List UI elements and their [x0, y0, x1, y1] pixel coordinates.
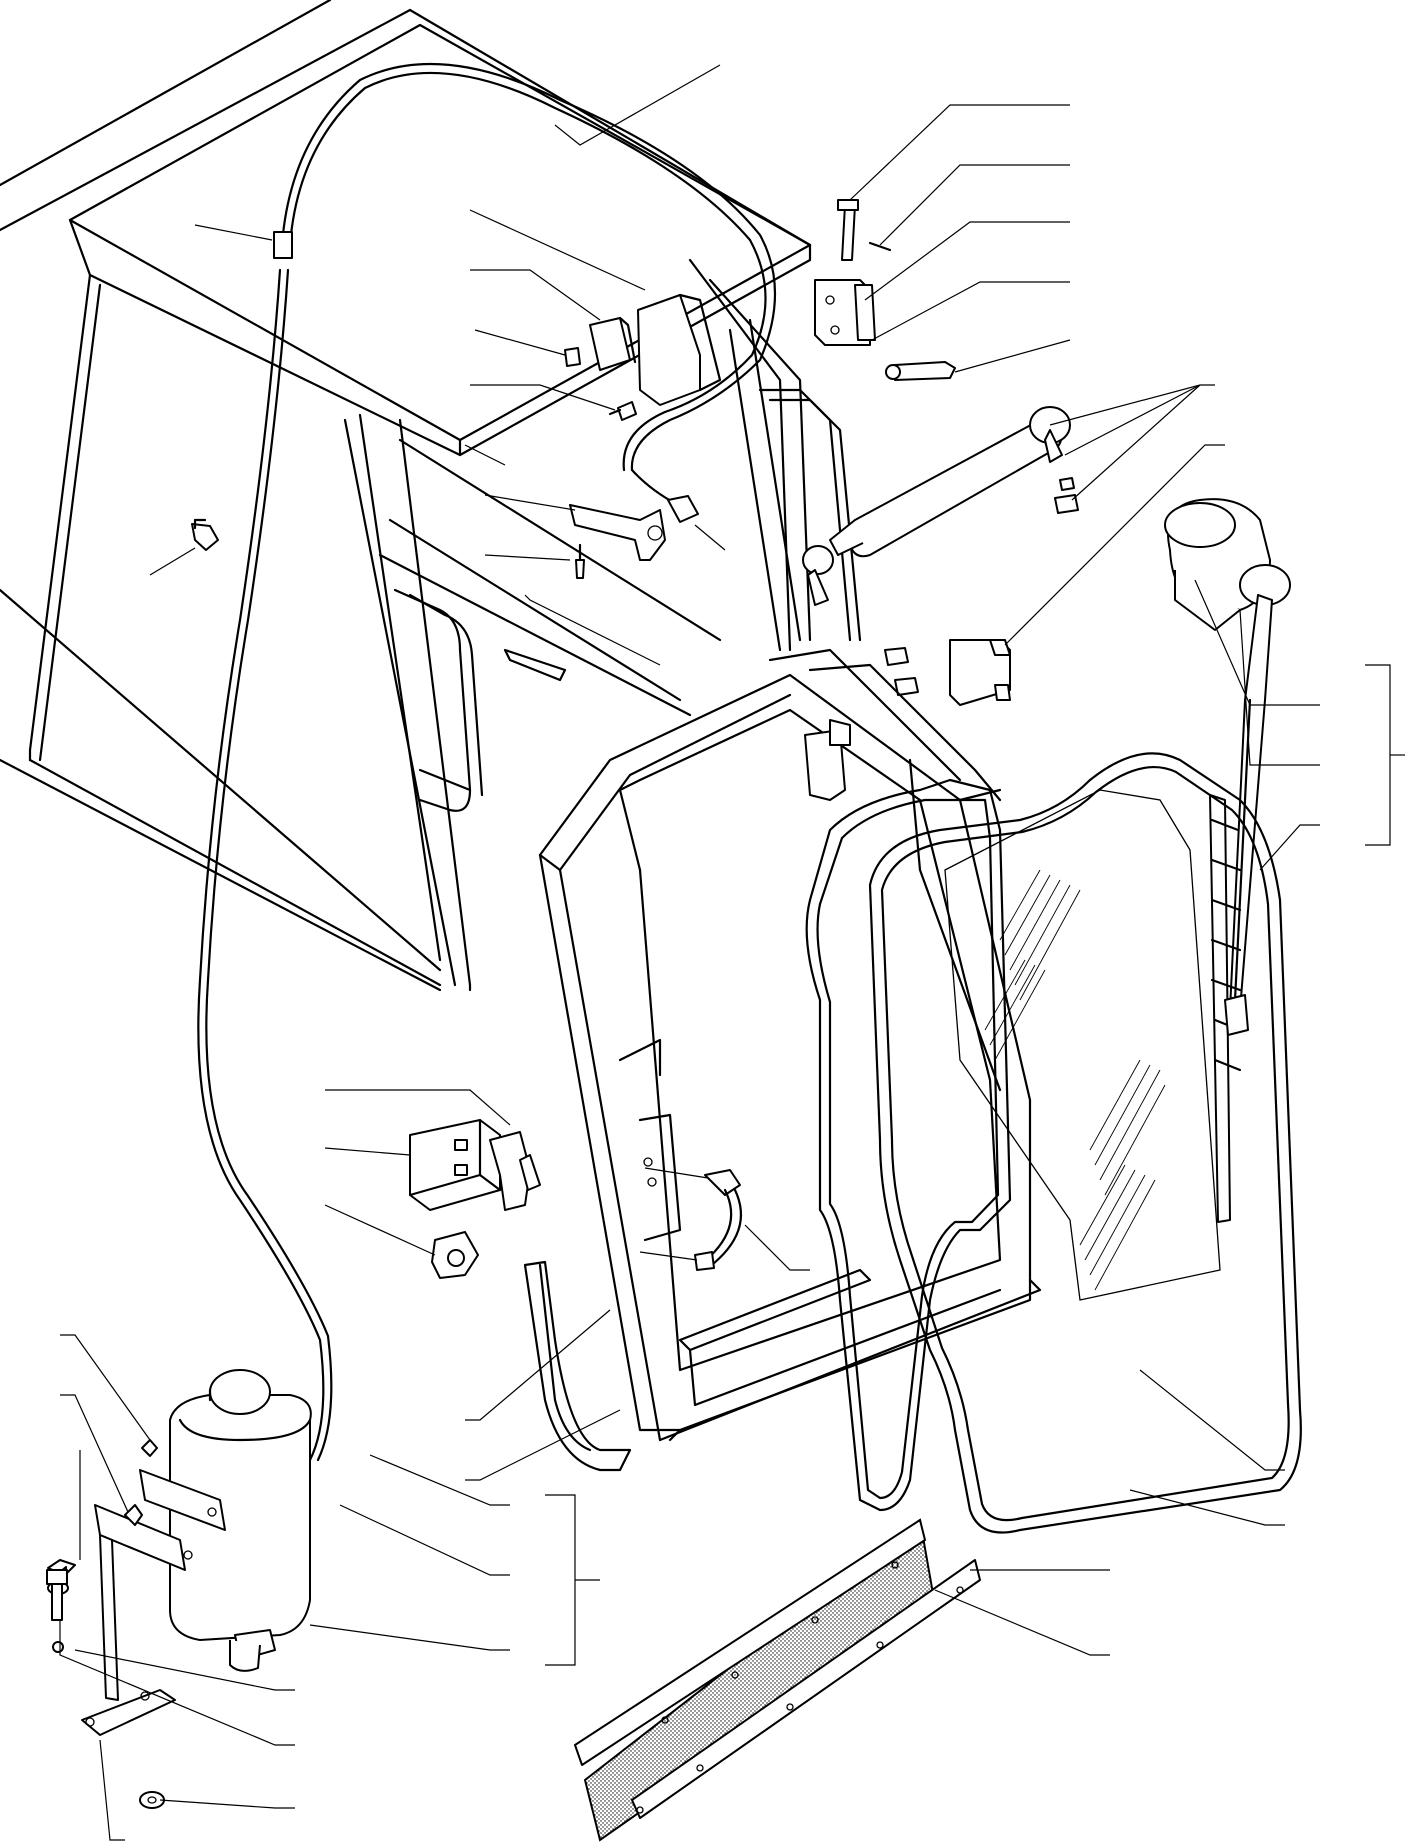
lock-assembly: [408, 1118, 541, 1279]
leader-lines: [59, 64, 1405, 1841]
wiper-motor: [1164, 498, 1291, 631]
glass-panel: [868, 752, 1302, 1534]
door-handle: [639, 1167, 743, 1271]
hinge-top-right: [814, 199, 956, 381]
washer-hose: [197, 62, 777, 1462]
washer-reservoir: [169, 1369, 312, 1672]
bottom-brush-strip: [574, 1518, 981, 1842]
hinge-bracket-right: [949, 639, 1011, 706]
reservoir-bracket: [81, 1469, 226, 1736]
gas-strut: [802, 406, 1079, 606]
wiper-arm-blade: [1209, 594, 1273, 1223]
brackets-mid: [569, 504, 666, 579]
inner-seal: [805, 778, 1012, 1512]
nuts-door-top: [884, 647, 919, 696]
door-frame: [538, 648, 1042, 1442]
seal-strip-left: [523, 1260, 632, 1472]
small-hardware: [46, 1439, 165, 1809]
cab-body: [0, 0, 862, 992]
switch-box-top: [564, 293, 722, 421]
